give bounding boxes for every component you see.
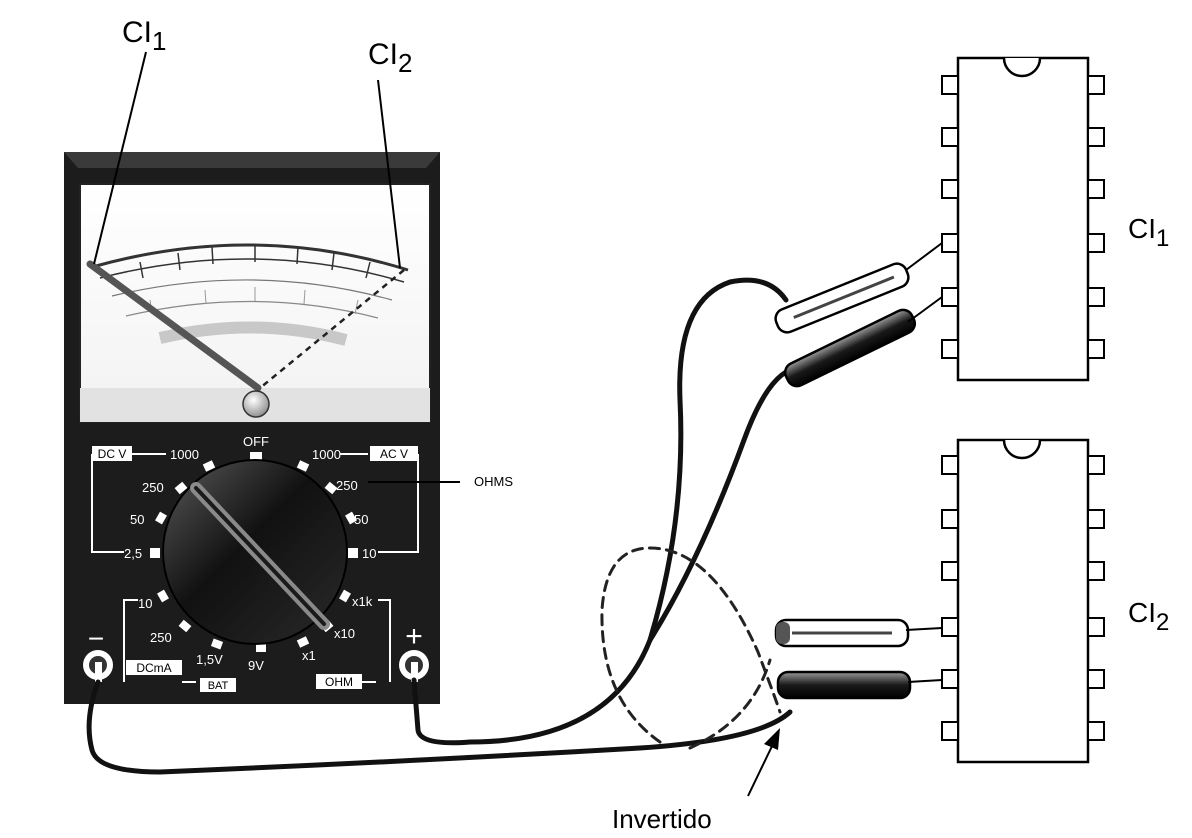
bat-1-5v: 1,5V bbox=[196, 652, 223, 667]
label-dcma: DCmA bbox=[136, 661, 171, 675]
label-ohms: OHMS bbox=[474, 474, 513, 489]
meter-label-ci2: CI2 bbox=[368, 38, 412, 78]
acv-10: 10 bbox=[362, 546, 376, 561]
dcv-50: 50 bbox=[130, 512, 144, 527]
dcma-10: 10 bbox=[138, 596, 152, 611]
dcma-250: 250 bbox=[150, 630, 172, 645]
bat-9v: 9V bbox=[248, 658, 264, 673]
ohm-x1: x1 bbox=[302, 648, 316, 663]
terminal-negative[interactable] bbox=[83, 650, 113, 682]
test-leads bbox=[86, 277, 793, 775]
dcv-250: 250 bbox=[142, 480, 164, 495]
needle-position-ci2 bbox=[259, 269, 405, 389]
label-dcv: DC V bbox=[98, 447, 127, 461]
chip-label-ci1: CI1 bbox=[1128, 213, 1169, 252]
probe-ci2-black bbox=[776, 670, 912, 700]
invertido-arrowhead bbox=[764, 728, 780, 750]
needle-position-ci1 bbox=[86, 260, 262, 392]
probe-ci2-white-tip bbox=[905, 627, 943, 631]
label-ohm: OHM bbox=[325, 675, 353, 689]
lead-negative bbox=[86, 679, 793, 775]
range-selector-dial[interactable] bbox=[162, 459, 348, 645]
multimeter: OFF DC V 1000 250 50 2,5 1000 AC V 250 5… bbox=[64, 152, 440, 704]
label-bat: BAT bbox=[208, 680, 229, 692]
meter-label-ci1: CI1 bbox=[122, 16, 166, 56]
svg-text:CI1: CI1 bbox=[1128, 213, 1169, 252]
probe-ci2-black-tip bbox=[907, 679, 943, 683]
label-acv: AC V bbox=[380, 447, 408, 461]
leader-ci2 bbox=[377, 79, 401, 269]
chip-label-ci2: CI2 bbox=[1128, 597, 1169, 636]
label-plus: + bbox=[405, 620, 423, 653]
probe-ci2-white bbox=[774, 618, 910, 648]
dcv-2-5: 2,5 bbox=[124, 546, 142, 561]
svg-text:CI2: CI2 bbox=[368, 38, 412, 78]
ohm-x10: x10 bbox=[334, 626, 355, 641]
lead-positive-branch bbox=[647, 367, 793, 643]
range-markers bbox=[150, 452, 358, 652]
svg-text:CI2: CI2 bbox=[1128, 597, 1169, 636]
meter-bevel bbox=[64, 152, 440, 168]
ohm-x1k: x1k bbox=[352, 594, 373, 609]
probe-ci1-white-tip bbox=[905, 242, 943, 271]
acv-50: 50 bbox=[354, 512, 368, 527]
lead-positive bbox=[411, 277, 789, 746]
range-brackets bbox=[91, 453, 419, 683]
dial-labels: OFF DC V 1000 250 50 2,5 1000 AC V 250 5… bbox=[92, 434, 418, 692]
probe-ci1-white bbox=[774, 262, 910, 334]
svg-text:CI1: CI1 bbox=[122, 16, 166, 56]
needle-pivot bbox=[242, 390, 270, 418]
acv-1000: 1000 bbox=[312, 447, 341, 462]
lead-inverted-dashed bbox=[600, 546, 782, 744]
label-minus: − bbox=[88, 623, 104, 654]
ic-chip-ci2 bbox=[941, 438, 1105, 764]
label-invertido: Invertido bbox=[612, 804, 712, 834]
probe-ci1-black-tip bbox=[907, 296, 943, 323]
dcv-1000: 1000 bbox=[170, 447, 199, 462]
invertido-arrow bbox=[747, 741, 775, 797]
terminal-positive[interactable] bbox=[399, 650, 429, 682]
acv-250: 250 bbox=[336, 478, 358, 493]
ic-chip-ci1 bbox=[941, 56, 1105, 382]
leader-ci1 bbox=[93, 51, 147, 265]
lead-inverted-dashed-2 bbox=[688, 658, 772, 750]
label-off: OFF bbox=[243, 434, 269, 449]
